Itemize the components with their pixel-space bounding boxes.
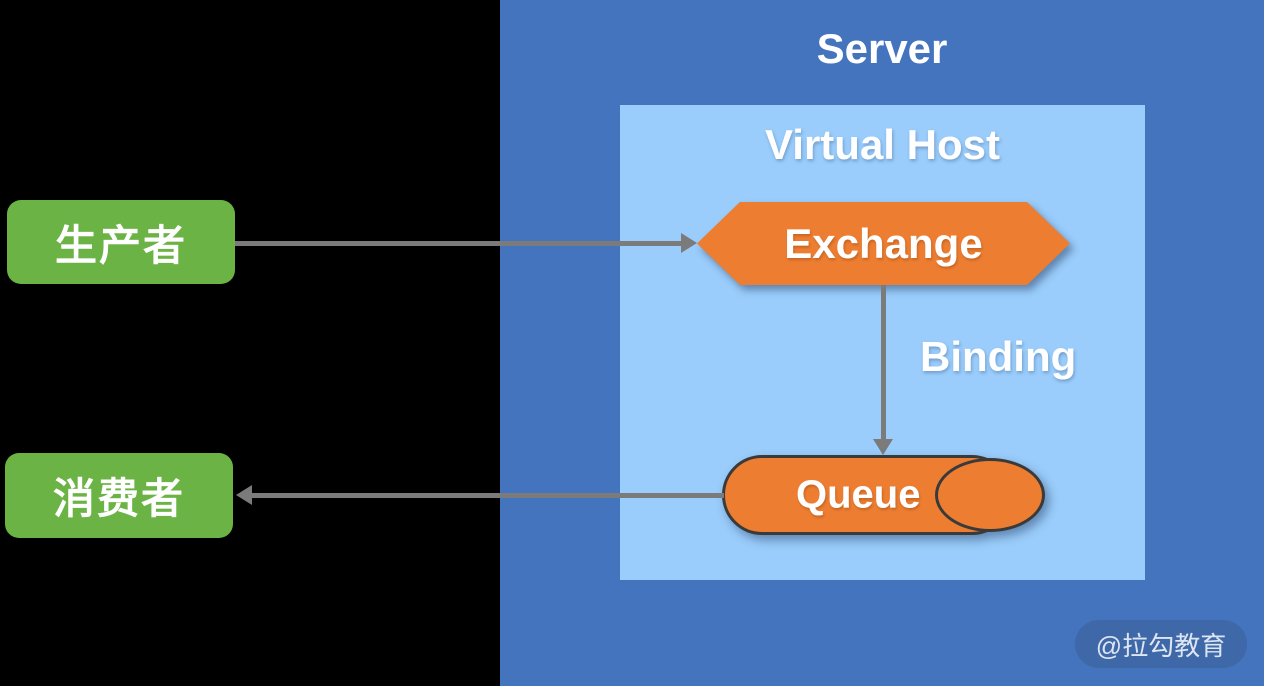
queue-node: Queue — [722, 455, 1047, 535]
watermark-badge: @拉勾教育 — [1075, 620, 1247, 668]
consumer-node: 消费者 — [5, 453, 233, 538]
producer-to-exchange-arrowhead-icon — [681, 233, 697, 253]
watermark-label: @拉勾教育 — [1095, 630, 1227, 661]
binding-label: Binding — [920, 333, 1077, 380]
exchange-to-queue-arrowhead-icon — [873, 439, 893, 455]
consumer-label: 消费者 — [52, 475, 185, 522]
queue-to-consumer-arrowhead-icon — [236, 485, 252, 505]
queue-to-consumer-arrow-line — [250, 493, 724, 498]
queue-label: Queue — [796, 472, 921, 517]
server-title: Server — [816, 25, 948, 72]
virtual-host-title: Virtual Host — [765, 121, 1000, 168]
producer-node: 生产者 — [7, 200, 235, 284]
exchange-to-queue-arrow-line — [881, 285, 886, 441]
exchange-node: Exchange — [697, 202, 1070, 285]
queue-cylinder-end-shape — [935, 458, 1045, 532]
producer-to-exchange-arrow-line — [235, 241, 681, 246]
producer-label: 生产者 — [54, 221, 187, 269]
exchange-label: Exchange — [784, 219, 983, 267]
exchange-hexagon: Exchange — [697, 202, 1070, 285]
